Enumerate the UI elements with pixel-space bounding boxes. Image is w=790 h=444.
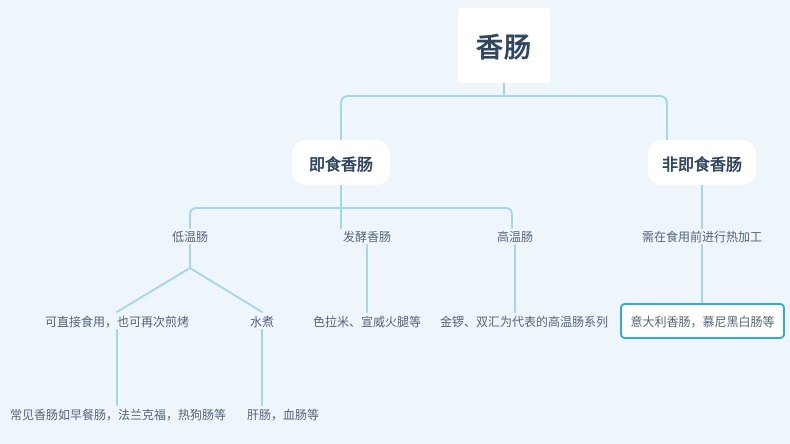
node-root-sausage[interactable]: 香肠 — [458, 8, 550, 83]
node-italian-sausage-munich-white-sausage[interactable]: 意大利香肠，慕尼黑白肠等 — [620, 303, 785, 339]
node-salami-xuanwei-ham[interactable]: 色拉米、宣威火腿等 — [312, 314, 421, 329]
node-low-temperature-sausage[interactable]: 低温肠 — [171, 229, 208, 244]
node-common-sausages-breakfast-frankfurt-hotdog[interactable]: 常见香肠如早餐肠，法兰克福，热狗肠等 — [9, 407, 226, 422]
node-eat-directly-or-pan-fry[interactable]: 可直接食用，也可再次煎烤 — [44, 314, 189, 329]
node-jinluo-shuanghui-series[interactable]: 金锣、双汇为代表的高温肠系列 — [439, 314, 608, 329]
node-ready-to-eat-sausage[interactable]: 即食香肠 — [292, 140, 390, 185]
node-high-temperature-sausage[interactable]: 高温肠 — [496, 229, 533, 244]
edge-l2a-to-level3 — [189, 207, 513, 229]
node-liver-sausage-blood-sausage[interactable]: 肝肠，血肠等 — [246, 407, 319, 422]
edge-l3a-right-diagonal — [189, 267, 263, 313]
node-boiled[interactable]: 水煮 — [249, 314, 274, 329]
node-requires-heating-before-eating[interactable]: 需在食用前进行热加工 — [641, 229, 762, 244]
node-fermented-sausage[interactable]: 发酵香肠 — [342, 229, 391, 244]
node-non-ready-to-eat-sausage[interactable]: 非即食香肠 — [648, 140, 756, 185]
edge-l3a-left-diagonal — [116, 267, 191, 313]
edge-root-to-level2 — [340, 95, 668, 141]
